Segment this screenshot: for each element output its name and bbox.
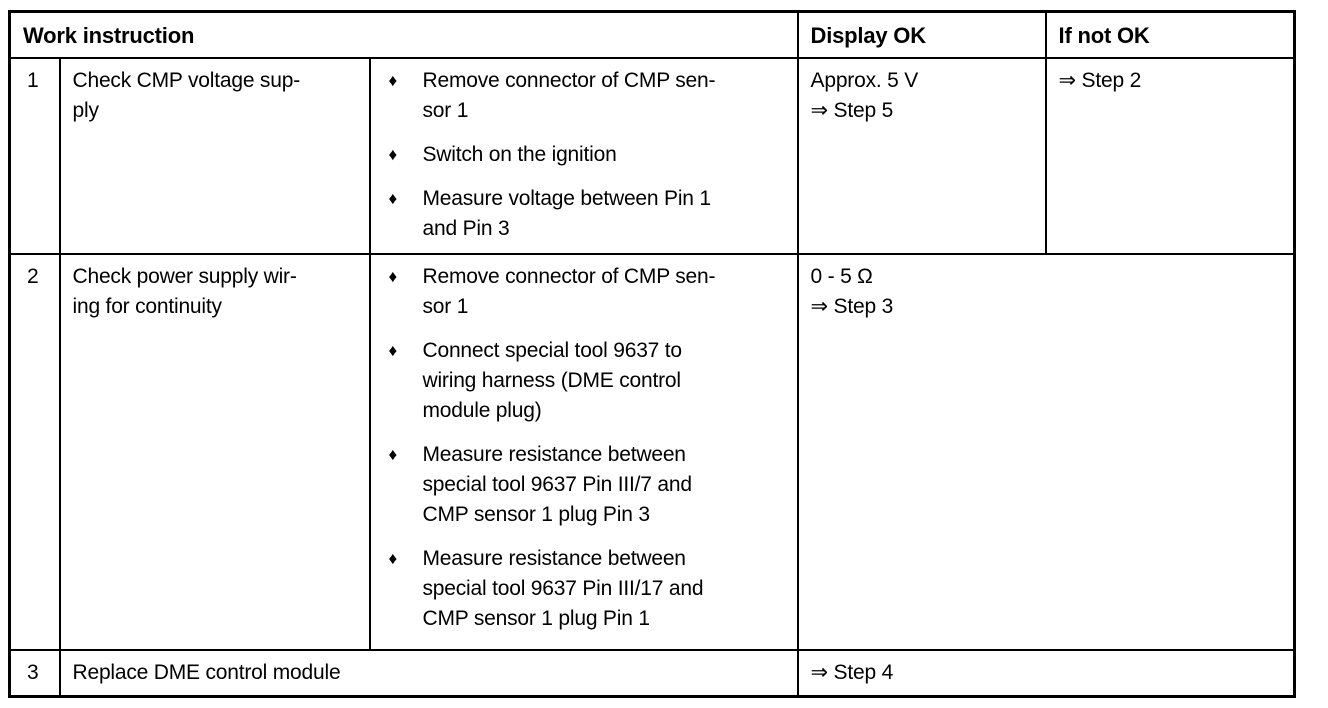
step-number-cell: 3 <box>8 649 61 697</box>
action-list: ♦ Remove connector of CMP sen- sor 1 ♦ Swi… <box>383 66 787 244</box>
table-header-row: Work instruction Display OK If not OK <box>8 10 1296 59</box>
table-row: 1 Check CMP voltage sup- ply ♦ Remove con… <box>8 57 1296 255</box>
header-work-instruction: Work instruction <box>8 10 799 59</box>
step-number-cell: 2 <box>8 253 61 651</box>
instruction-title-cell: Replace DME control module <box>58 649 799 697</box>
instruction-title-cell: Check CMP voltage sup- ply <box>58 57 371 255</box>
bullet-diamond-icon: ♦ <box>388 145 398 164</box>
action-text: Measure resistance between special tool … <box>422 443 693 526</box>
display-ok-cell: Approx. 5 V ⇒ Step 5 <box>796 57 1047 255</box>
table-row: 2 Check power supply wir- ing for contin… <box>8 253 1296 651</box>
action-text: Measure voltage between Pin 1 and Pin 3 <box>422 187 712 240</box>
list-item: ♦ Measure voltage between Pin 1 and Pin 3 <box>387 184 787 244</box>
display-ok-cell: 0 - 5 Ω ⇒ Step 3 <box>796 253 1296 651</box>
list-item: ♦ Connect special tool 9637 to wiring har… <box>387 336 787 426</box>
header-if-not-ok: If not OK <box>1044 10 1296 59</box>
action-list: ♦ Remove connector of CMP sen- sor 1 ♦ Con… <box>383 262 787 634</box>
instruction-actions-cell: ♦ Remove connector of CMP sen- sor 1 ♦ Con… <box>368 253 799 651</box>
list-item: ♦ Remove connector of CMP sen- sor 1 <box>387 66 787 126</box>
instruction-title-cell: Check power supply wir- ing for continui… <box>58 253 371 651</box>
action-text: Remove connector of CMP sen- sor 1 <box>422 69 716 122</box>
if-not-ok-cell: ⇒ Step 2 <box>1044 57 1296 255</box>
list-item: ♦ Switch on the ignition <box>387 140 787 170</box>
action-text: Switch on the ignition <box>422 143 617 166</box>
action-text: Measure resistance between special tool … <box>422 547 704 630</box>
display-ok-cell: ⇒ Step 4 <box>796 649 1296 697</box>
step-number-cell: 1 <box>8 57 61 255</box>
bullet-diamond-icon: ♦ <box>388 549 398 568</box>
action-text: Connect special tool 9637 to wiring harn… <box>422 339 683 422</box>
work-instruction-table: Work instruction Display OK If not OK 1 … <box>8 10 1297 698</box>
list-item: ♦ Remove connector of CMP sen- sor 1 <box>387 262 787 322</box>
bullet-diamond-icon: ♦ <box>388 341 398 360</box>
action-text: Remove connector of CMP sen- sor 1 <box>422 265 716 318</box>
bullet-diamond-icon: ♦ <box>388 267 398 286</box>
header-display-ok: Display OK <box>796 10 1047 59</box>
bullet-diamond-icon: ♦ <box>388 189 398 208</box>
bullet-diamond-icon: ♦ <box>388 71 398 90</box>
list-item: ♦ Measure resistance between special tool… <box>387 440 787 530</box>
instruction-actions-cell: ♦ Remove connector of CMP sen- sor 1 ♦ Swi… <box>368 57 799 255</box>
bullet-diamond-icon: ♦ <box>388 445 398 464</box>
list-item: ♦ Measure resistance between special tool… <box>387 544 787 634</box>
table-row: 3 Replace DME control module ⇒ Step 4 <box>8 649 1296 697</box>
